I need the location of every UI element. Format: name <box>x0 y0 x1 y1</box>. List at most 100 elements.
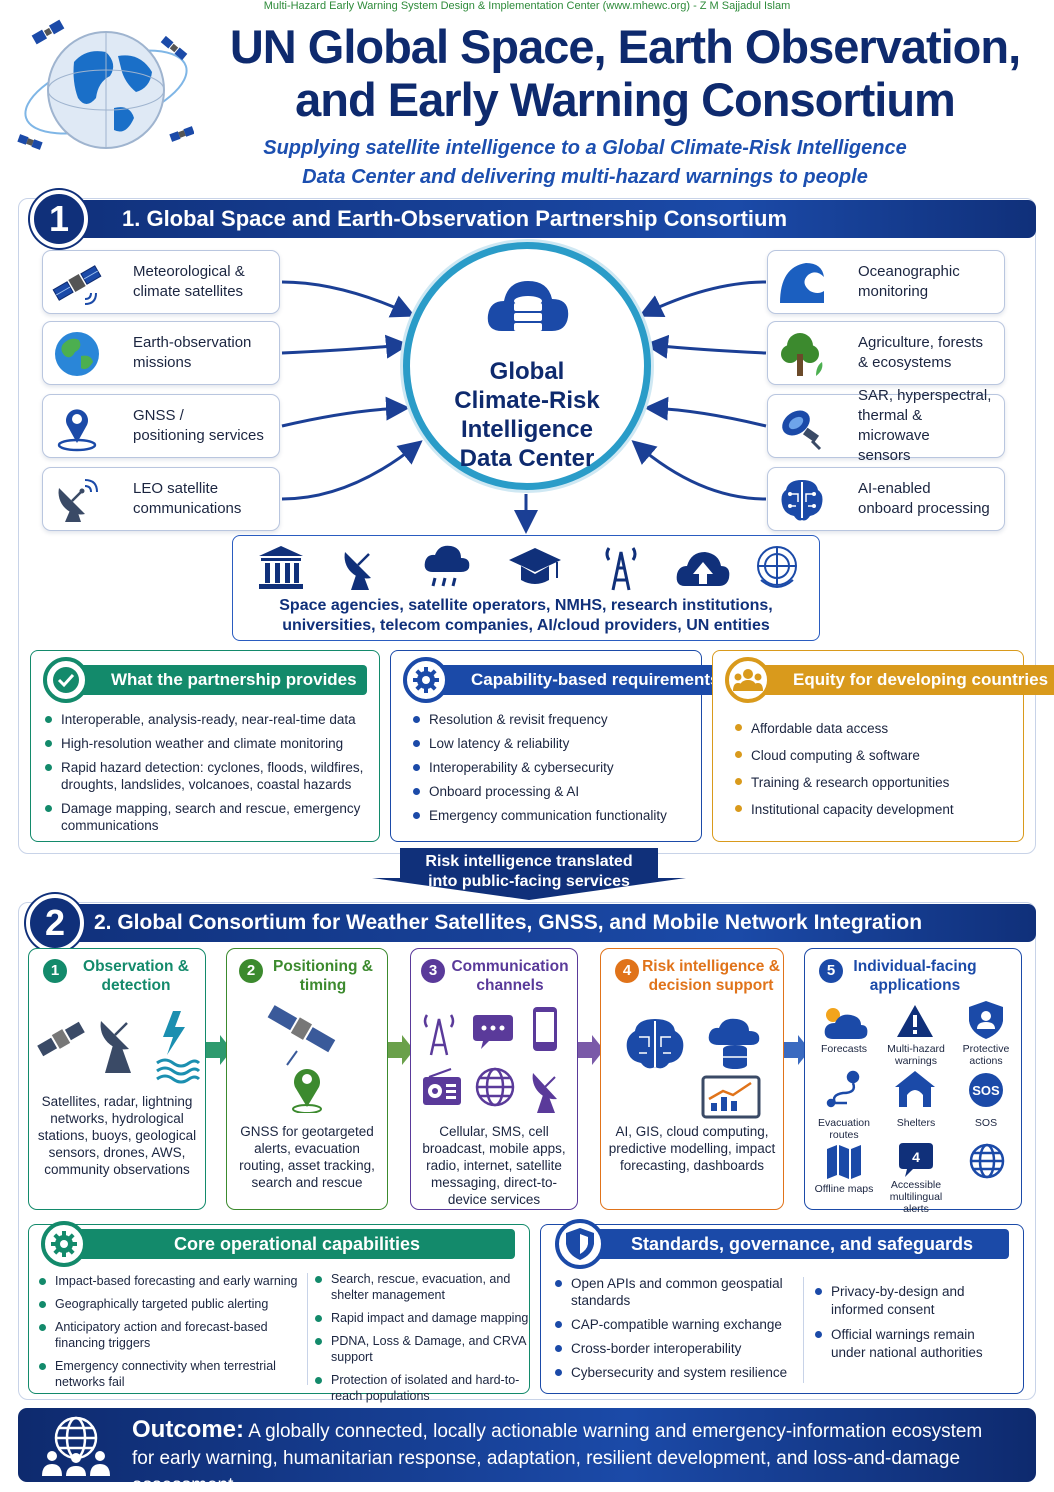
list-item: Interoperability & cybersecurity <box>411 759 701 776</box>
panel-title: Capability-based requirements <box>431 665 730 695</box>
list-item: Rapid impact and damage mapping <box>313 1310 529 1326</box>
standards-list-left: Open APIs and common geospatial standard… <box>553 1275 803 1388</box>
hub-label-line: Data Center <box>459 445 595 472</box>
globe-icon <box>969 1143 1005 1179</box>
stage-title-line: Observation & <box>83 958 189 975</box>
app-label-warnings: Multi-hazard warnings <box>887 1043 945 1067</box>
panel-core-capabilities: Core operational capabilities Impact-bas… <box>28 1221 530 1403</box>
panel-capability-requirements: Capability-based requirements Resolution… <box>390 650 730 842</box>
communication-icons <box>423 1007 557 1113</box>
source-label-line: climate satellites <box>133 283 244 300</box>
panel-partnership-provides: What the partnership provides Interopera… <box>30 650 380 842</box>
list-item: Onboard processing & AI <box>411 783 701 800</box>
section-1-number-badge: 1 <box>30 190 88 248</box>
stakeholder-icons <box>259 545 797 591</box>
app-label-multilingual: Accessible multilingual alerts <box>889 1179 943 1215</box>
source-card-agriculture: Agriculture, forests& ecosystems <box>767 321 1005 385</box>
requirements-list: Resolution & revisit frequency Low laten… <box>411 711 701 831</box>
stage-title: Individual-facing applications <box>845 957 985 995</box>
section-2-title: 2. Global Consortium for Weather Satelli… <box>34 904 1036 942</box>
source-label-line: positioning services <box>133 427 264 444</box>
list-item: Protection of isolated and hard-to-reach… <box>313 1372 529 1404</box>
section-1-title: 1. Global Space and Earth-Observation Pa… <box>34 200 1036 238</box>
source-label-line: Meteorological & <box>133 263 245 280</box>
satellite-icon <box>37 1021 85 1057</box>
page-subtitle: Supplying satellite intelligence to a Gl… <box>200 134 970 192</box>
column-divider <box>803 1277 804 1383</box>
transition-line: into public-facing services <box>428 873 630 890</box>
panel-title: Core operational capabilities <box>69 1229 515 1259</box>
ai-brain-icon <box>626 1019 684 1069</box>
location-pin-icon <box>57 409 97 452</box>
stage-title-line: decision support <box>648 977 774 994</box>
stage-title-line: Individual-facing <box>853 958 977 975</box>
warning-triangle-icon <box>897 1005 933 1037</box>
application-icons: SOS 4 <box>824 1001 1005 1179</box>
source-label: GNSS / positioning services <box>133 395 273 457</box>
map-pin-icon <box>292 1069 322 1113</box>
list-item: Impact-based forecasting and early warni… <box>37 1273 307 1289</box>
stage-title-line: applications <box>869 977 961 994</box>
satellite-dish-icon <box>344 552 371 590</box>
list-item: Cybersecurity and system resilience <box>553 1364 803 1381</box>
list-item: Resolution & revisit frequency <box>411 711 701 728</box>
source-label-line: Agriculture, forests <box>858 334 984 351</box>
section-2-container <box>18 902 1036 1400</box>
radio-tower-icon <box>423 1014 455 1056</box>
title-line-2: and Early Warning Consortium <box>295 73 956 126</box>
wave-icon <box>780 263 824 303</box>
stakeholders-line: Space agencies, satellite operators, NMH… <box>279 597 773 614</box>
app-label-evacuation: Evacuation routes <box>818 1117 870 1141</box>
chat-bubble-icon <box>473 1015 513 1049</box>
list-item: Training & research opportunities <box>733 773 1023 793</box>
graduation-cap-icon <box>509 548 561 584</box>
people-group-icon <box>725 657 771 703</box>
stage-title-line: detection <box>101 977 171 994</box>
weather-cloud-icon <box>824 1008 868 1039</box>
stage-title-line: Positioning & <box>273 958 373 975</box>
outcome-line-2: for early warning, humanitarian response… <box>132 1448 961 1492</box>
app-label-sos: SOS <box>974 1117 998 1129</box>
list-item: PDNA, Loss & Damage, and CRVA support <box>313 1333 529 1365</box>
stage-description: GNSS for geotargeted alerts, evacuation … <box>239 1124 375 1190</box>
stage-communication: 3 Communication channels Cellular, SMS, … <box>410 948 578 1210</box>
source-label-line: Earth-observation <box>133 334 252 351</box>
transition-label: Risk intelligence translated into public… <box>372 852 686 892</box>
source-label-line: communications <box>133 500 242 517</box>
stage-title-line: Risk intelligence & <box>642 958 780 975</box>
provides-list: Interoperable, analysis-ready, near-real… <box>43 711 373 841</box>
standards-list-right: Privacy-by-design and informed consent O… <box>813 1283 1013 1369</box>
satellite-icon <box>52 265 102 305</box>
list-item: Geographically targeted public alerting <box>37 1296 307 1312</box>
stage-description: Satellites, radar, lightning networks, h… <box>37 1094 197 1177</box>
section-2-number-badge: 2 <box>26 894 84 952</box>
lightning-water-icon <box>156 1011 201 1084</box>
cloud-database-icon <box>487 281 569 331</box>
stakeholders-label: Space agencies, satellite operators, NMH… <box>233 596 819 636</box>
source-label-line: AI-enabled <box>858 480 931 497</box>
list-item: Emergency connectivity when terrestrial … <box>37 1358 307 1390</box>
list-item: Damage mapping, search and rescue, emerg… <box>43 800 373 834</box>
page-title: UN Global Space, Earth Observation, and … <box>200 20 1050 126</box>
source-label-line: SAR, hyperspectral, <box>858 387 992 404</box>
gear-icon <box>41 1221 87 1267</box>
globe-satellites-logo <box>17 19 194 150</box>
app-label-offline-maps: Offline maps <box>814 1183 874 1195</box>
app-label-protective: Protective actions <box>962 1043 1010 1067</box>
risk-intelligence-icons <box>626 1018 761 1119</box>
title-line-1: UN Global Space, Earth Observation, <box>229 20 1021 73</box>
stage-observation: 1 Observation & detection Satellites, ra… <box>28 948 206 1210</box>
panel-title: What the partnership provides <box>71 665 367 695</box>
source-label-line: onboard processing <box>858 500 990 517</box>
sensor-satellite-icon <box>782 410 822 451</box>
core-list-left: Impact-based forecasting and early warni… <box>37 1273 307 1397</box>
source-label: Meteorological & climate satellites <box>133 251 273 313</box>
core-list-right: Search, rescue, evacuation, and shelter … <box>313 1271 529 1411</box>
hub-label-line: Climate-Risk <box>454 387 600 414</box>
transition-line: Risk intelligence translated <box>425 853 633 870</box>
source-label-line: GNSS / <box>133 407 184 424</box>
list-item: Open APIs and common geospatial standard… <box>553 1275 803 1309</box>
